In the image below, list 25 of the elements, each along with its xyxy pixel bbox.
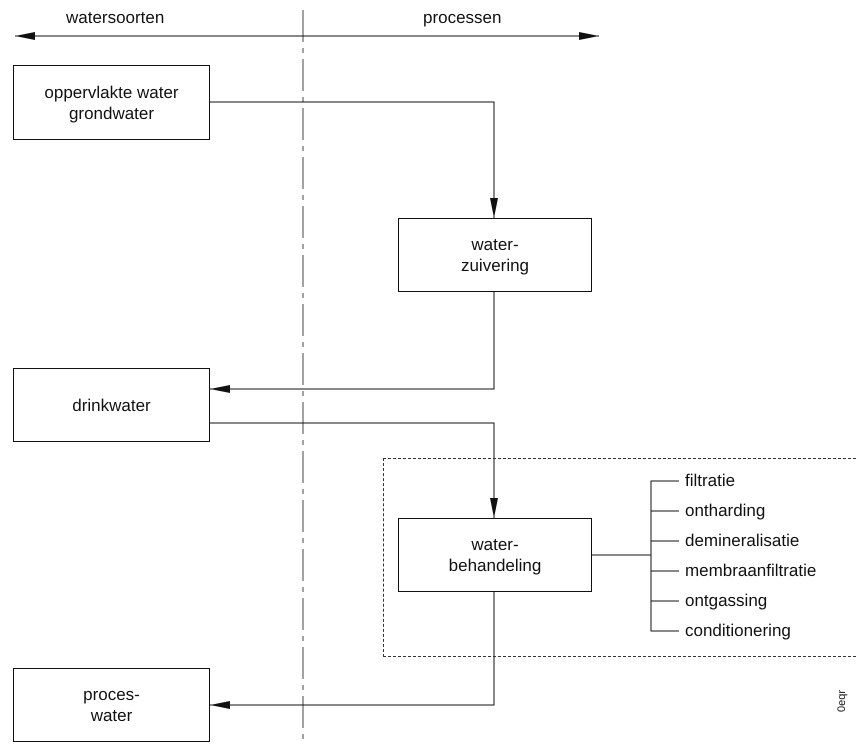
connector-line <box>592 554 680 632</box>
box-label: drinkwater <box>71 394 152 416</box>
item-label: membraanfiltratie <box>685 561 816 581</box>
figure-code: 0eqr <box>836 690 848 712</box>
process-box <box>398 518 592 592</box>
column-heading: processen <box>423 8 502 28</box>
arrow <box>210 592 494 709</box>
arrow <box>210 422 498 518</box>
process-box <box>13 368 210 442</box>
item-label: filtratie <box>685 471 736 491</box>
item-label: ontgassing <box>685 591 768 611</box>
dashed-group-box <box>383 458 856 657</box>
box-label: oppervlakte water grondwater <box>43 82 180 124</box>
item-label: demineralisatie <box>685 531 800 551</box>
box-label: proces- water <box>82 684 141 726</box>
box-label: water- behandeling <box>448 534 542 576</box>
column-heading: watersoorten <box>66 8 164 28</box>
arrow <box>210 102 498 218</box>
item-label: conditionering <box>685 621 791 641</box>
process-box <box>398 218 592 292</box>
process-box <box>13 668 210 742</box>
arrow <box>210 292 494 393</box>
item-label: ontharding <box>685 501 766 521</box>
process-box <box>13 65 210 140</box>
box-label: water- zuivering <box>460 234 530 276</box>
